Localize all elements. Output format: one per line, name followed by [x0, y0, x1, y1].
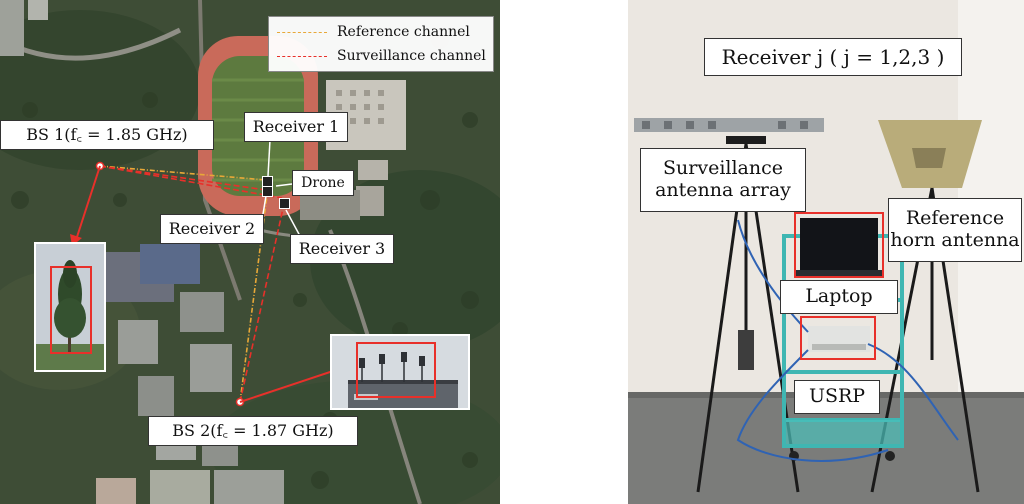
legend: Reference channel Surveillance channel	[268, 16, 494, 72]
legend-item-surveillance: Surveillance channel	[277, 45, 486, 67]
bs2-highlight-box	[356, 342, 436, 398]
bs2-rooftop-inset	[330, 334, 470, 410]
reference-antenna-label: Reference horn antenna	[888, 198, 1022, 262]
receiver-3-label: Receiver 3	[290, 234, 394, 264]
bs1-highlight-box	[50, 266, 92, 354]
legend-item-reference: Reference channel	[277, 21, 470, 43]
bs1-tower-inset	[34, 242, 106, 372]
surveillance-antenna-label: Surveillance antenna array	[640, 148, 806, 212]
legend-surveillance-label: Surveillance channel	[337, 48, 486, 64]
reference-label-line2: horn antenna	[890, 229, 1020, 251]
drone-label: Drone	[292, 170, 354, 196]
laptop-highlight-box	[794, 212, 884, 278]
bs1-label: BS 1(f꜀ = 1.85 GHz)	[0, 120, 214, 150]
legend-reference-label: Reference channel	[337, 24, 470, 40]
receiver-1-label: Receiver 1	[244, 112, 348, 142]
receiver-2-marker	[262, 186, 273, 197]
tower-tree-image	[36, 260, 104, 370]
bs2-label: BS 2(f꜀ = 1.87 GHz)	[148, 416, 358, 446]
satellite-map-panel: Reference channel Surveillance channel B…	[0, 0, 500, 504]
receiver-j-label: Receiver j ( j = 1,2,3 )	[704, 38, 962, 76]
usrp-label: USRP	[794, 380, 880, 414]
receiver-photo-panel: Receiver j ( j = 1,2,3 ) Surveillance an…	[628, 0, 1024, 504]
usrp-highlight-box	[800, 316, 876, 360]
receiver-3-marker	[279, 198, 290, 209]
receiver-2-label: Receiver 2	[160, 214, 264, 244]
reference-line-swatch	[277, 31, 327, 33]
surveillance-label-line2: antenna array	[655, 179, 791, 201]
surveillance-line-swatch	[277, 55, 327, 57]
surveillance-label-line1: Surveillance	[663, 157, 783, 180]
rooftop-antenna-image	[348, 352, 458, 408]
laptop-label: Laptop	[780, 280, 898, 314]
reference-label-line1: Reference	[905, 207, 1005, 230]
